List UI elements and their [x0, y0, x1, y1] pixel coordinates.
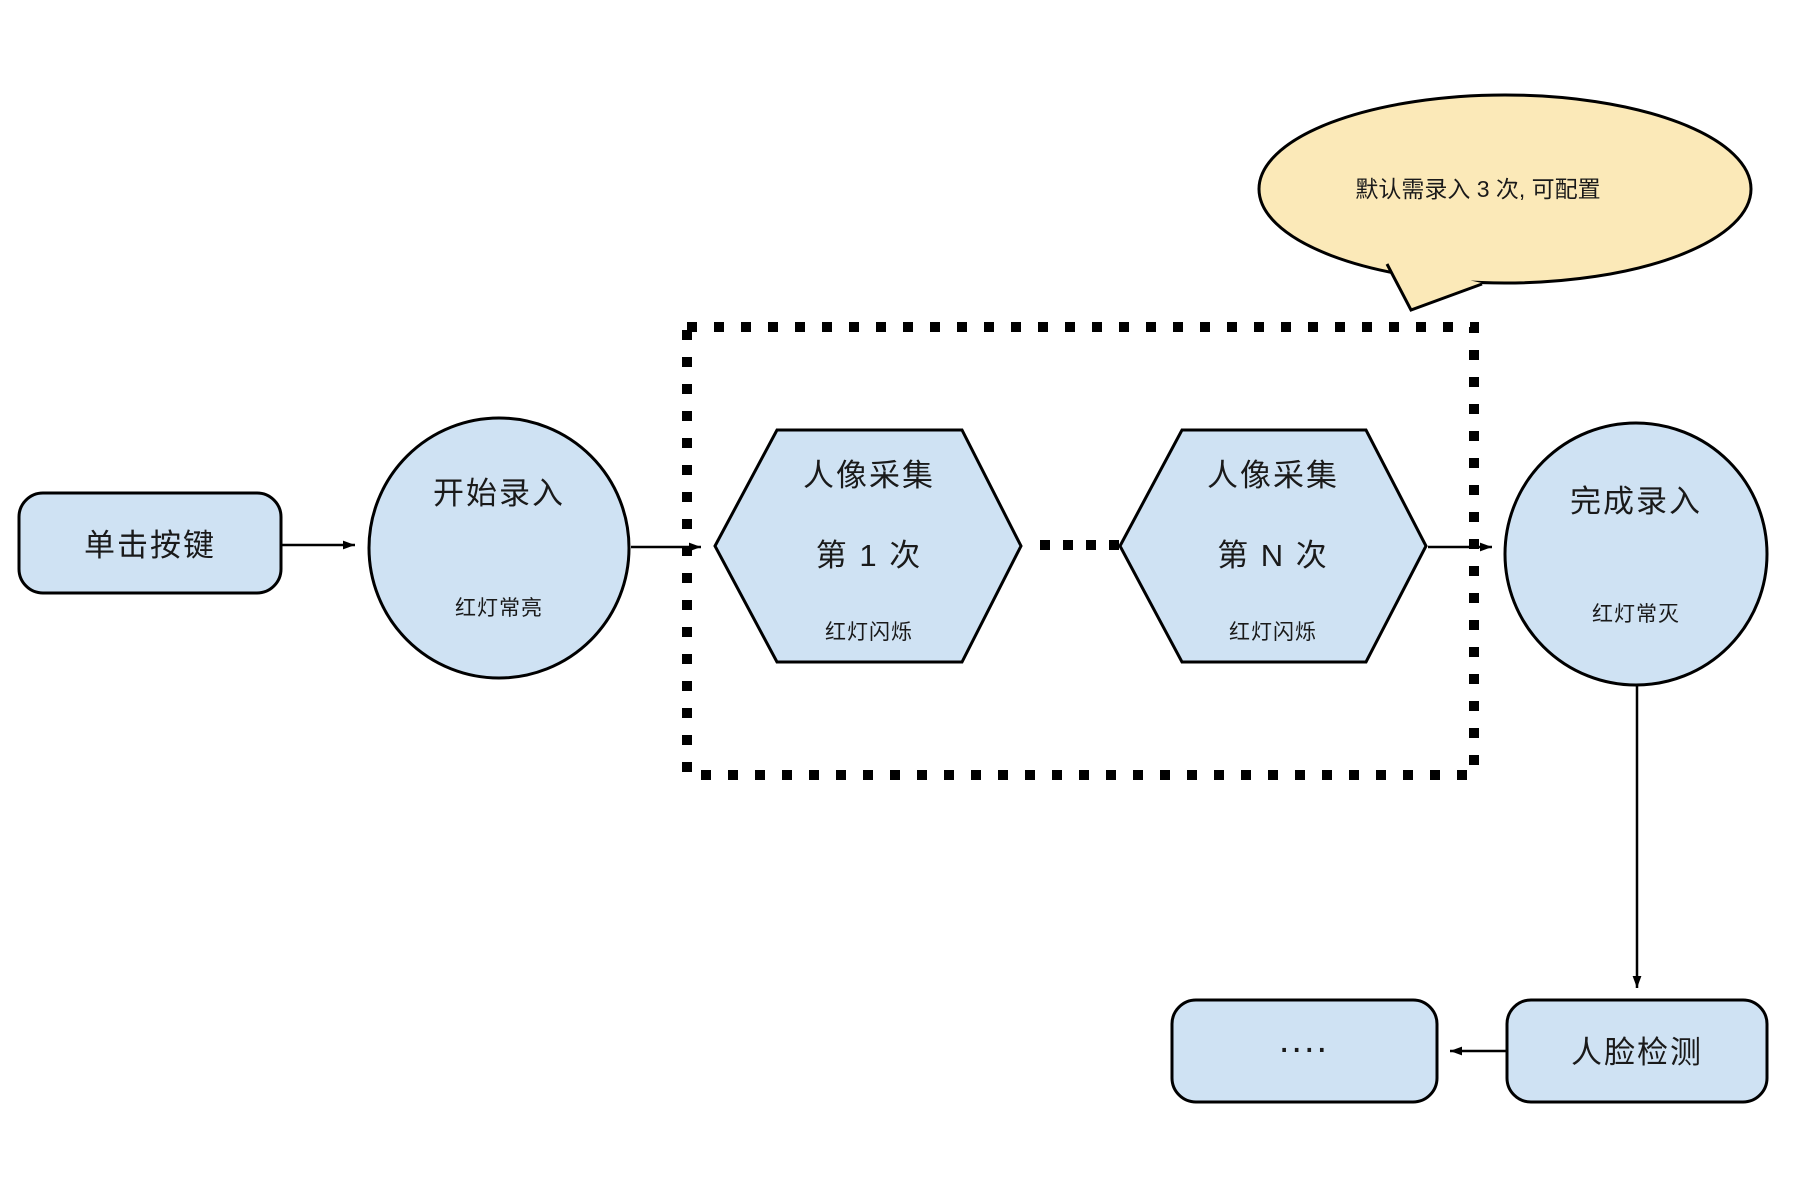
- click-button-node: 单击按键: [17, 491, 283, 595]
- capture-first-shape: [713, 428, 1023, 664]
- click-button-label: 单击按键: [84, 528, 216, 563]
- capture-nth-node: 人像采集 第 N 次 红灯闪烁: [1118, 428, 1428, 664]
- callout-bubble-tail-outline: [1385, 263, 1483, 312]
- start-entry-node: 开始录入 红灯常亮: [367, 416, 631, 680]
- finish-entry-label: 完成录入: [1570, 484, 1702, 519]
- callout-bubble: 默认需录入 3 次, 可配置: [1257, 93, 1753, 312]
- finish-entry-node: 完成录入 红灯常灭: [1503, 421, 1769, 687]
- capture-first-line1: 人像采集: [803, 458, 935, 493]
- start-entry-label: 开始录入: [433, 476, 565, 511]
- ellipsis-dots: [1040, 540, 1119, 550]
- capture-nth-shape: [1118, 428, 1428, 664]
- continuation-shape: [1170, 998, 1439, 1104]
- callout-text: 默认需录入 3 次, 可配置: [1355, 176, 1600, 202]
- face-detection-shape: [1505, 998, 1769, 1104]
- callout-bubble-tail-fill: [1387, 262, 1482, 310]
- capture-loop-region-border: [682, 322, 1479, 780]
- start-entry-status: 红灯常亮: [455, 597, 543, 620]
- capture-first-status: 红灯闪烁: [825, 621, 913, 644]
- face-detection-node: 人脸检测: [1505, 998, 1769, 1104]
- capture-first-node: 人像采集 第 1 次 红灯闪烁: [713, 428, 1023, 664]
- face-detection-label: 人脸检测: [1571, 1035, 1703, 1070]
- continuation-node: ....: [1170, 998, 1439, 1104]
- capture-nth-status: 红灯闪烁: [1229, 621, 1317, 644]
- finish-entry-status: 红灯常灭: [1592, 603, 1680, 626]
- capture-first-line2: 第 1 次: [816, 538, 922, 573]
- finish-entry-shape: [1503, 421, 1769, 687]
- continuation-label: ....: [1279, 1019, 1329, 1061]
- capture-nth-line2: 第 N 次: [1217, 538, 1329, 573]
- callout-bubble-body: [1257, 93, 1753, 285]
- capture-nth-line1: 人像采集: [1207, 458, 1339, 493]
- start-entry-shape: [367, 416, 631, 680]
- click-button-shape: [17, 491, 283, 595]
